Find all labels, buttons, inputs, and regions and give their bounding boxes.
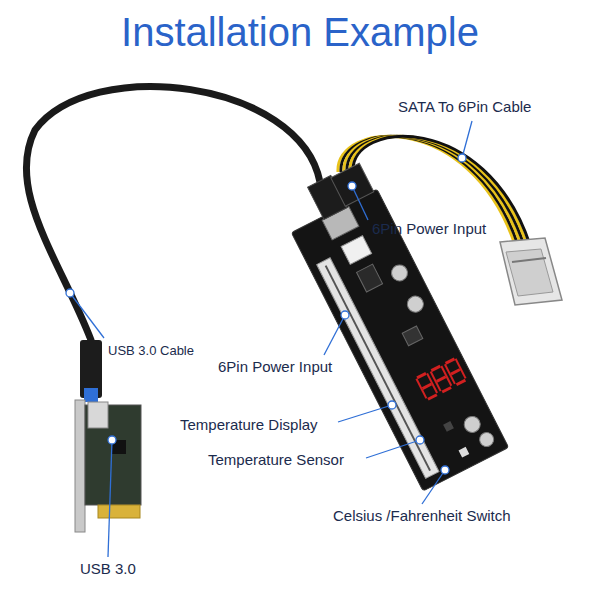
- callout-label: Celsius /Fahrenheit Switch: [333, 507, 511, 525]
- sata-connector: [500, 238, 562, 305]
- page-title: Installation Example: [0, 10, 600, 55]
- leader-lines: [66, 121, 472, 557]
- callout-label: Temperature Display: [180, 416, 318, 434]
- callout-label: USB 3.0 Cable: [108, 342, 194, 360]
- riser-board: [276, 160, 508, 491]
- usb-plug-tongue: [84, 388, 98, 402]
- usb-adapter-card: [75, 400, 141, 532]
- callout-label: 6Pin Power Input: [372, 220, 486, 238]
- callout-label: USB 3.0: [80, 560, 136, 578]
- callout-label: SATA To 6Pin Cable: [398, 98, 531, 116]
- usb-cable: [26, 87, 320, 340]
- callout-label: 6Pin Power Input: [218, 358, 332, 376]
- callout-label: Temperature Sensor: [208, 451, 344, 469]
